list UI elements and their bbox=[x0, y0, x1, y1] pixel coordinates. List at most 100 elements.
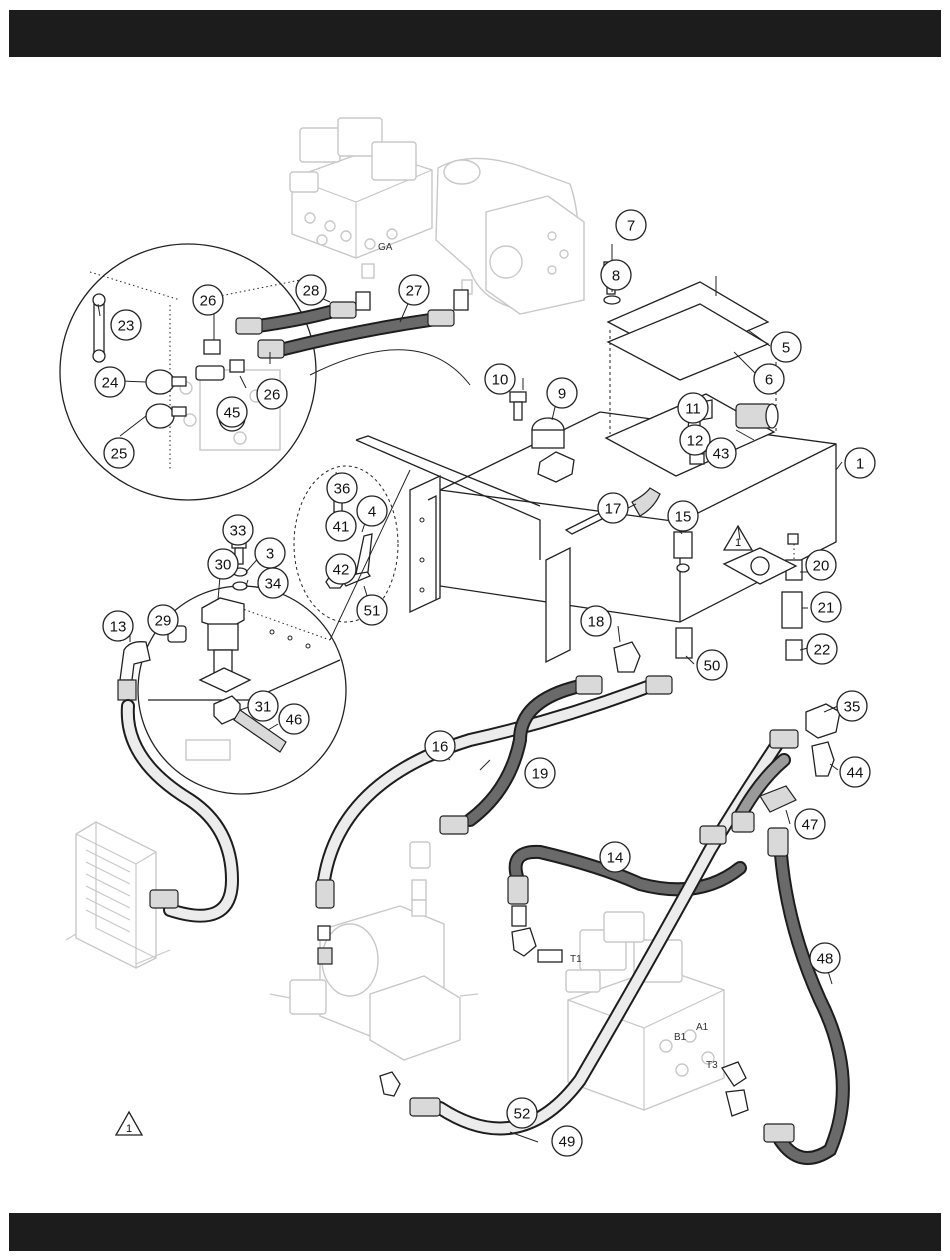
callout-17: 17 bbox=[598, 493, 628, 523]
callout-41: 41 bbox=[326, 511, 356, 541]
callout-number: 34 bbox=[265, 576, 282, 593]
callout-number: 16 bbox=[432, 739, 449, 756]
callout-34: 34 bbox=[258, 568, 288, 598]
port-label-t1: T1 bbox=[570, 954, 582, 965]
callout-25: 25 bbox=[104, 438, 134, 468]
callout-number: 8 bbox=[612, 268, 620, 285]
callout-number: 42 bbox=[333, 562, 350, 579]
callout-number: 21 bbox=[818, 600, 835, 617]
callout-18: 18 bbox=[581, 606, 611, 636]
callout-number: 44 bbox=[847, 765, 864, 782]
callout-number: 46 bbox=[286, 712, 303, 729]
callout-number: 47 bbox=[802, 817, 819, 834]
callout-number: 19 bbox=[532, 766, 549, 783]
callout-1: 1 bbox=[845, 448, 875, 478]
callout-30: 30 bbox=[208, 549, 238, 579]
callout-number: 49 bbox=[559, 1134, 576, 1151]
callout-number: 7 bbox=[627, 218, 635, 235]
callout-20: 20 bbox=[806, 550, 836, 580]
hose-16 bbox=[316, 676, 672, 940]
callout-number: 31 bbox=[255, 699, 272, 716]
callout-number: 25 bbox=[111, 446, 128, 463]
callout-52: 52 bbox=[507, 1098, 537, 1128]
callout-31: 31 bbox=[248, 691, 278, 721]
hose-19 bbox=[440, 676, 602, 834]
callout-number: 22 bbox=[814, 642, 831, 659]
callout-number: 10 bbox=[492, 372, 509, 389]
hose-50 bbox=[722, 828, 843, 1158]
callout-49: 49 bbox=[552, 1126, 582, 1156]
ghost-pump-bottom bbox=[270, 842, 478, 1060]
callout-22: 22 bbox=[807, 634, 837, 664]
callout-11: 11 bbox=[678, 393, 708, 423]
callout-21: 21 bbox=[811, 592, 841, 622]
fitting-36 bbox=[806, 704, 840, 738]
callout-5: 5 bbox=[771, 332, 801, 362]
callout-4: 4 bbox=[357, 496, 387, 526]
callout-6: 6 bbox=[754, 364, 784, 394]
callout-24: 24 bbox=[95, 367, 125, 397]
callout-number: 30 bbox=[215, 557, 232, 574]
callout-19: 19 bbox=[525, 758, 555, 788]
note-legend-number: 1 bbox=[126, 1123, 132, 1135]
callout-43: 43 bbox=[706, 438, 736, 468]
callout-number: 24 bbox=[102, 375, 119, 392]
callout-number: 29 bbox=[155, 613, 172, 630]
callout-29: 29 bbox=[148, 605, 178, 635]
callout-number: 52 bbox=[514, 1106, 531, 1123]
callout-8: 8 bbox=[601, 260, 631, 290]
callout-12: 12 bbox=[680, 425, 710, 455]
callout-number: 48 bbox=[817, 951, 834, 968]
callout-number: 33 bbox=[230, 523, 247, 540]
callout-number: 41 bbox=[333, 519, 350, 536]
callout-10: 10 bbox=[485, 364, 515, 394]
callout-number: 15 bbox=[675, 509, 692, 526]
callout-number: 11 bbox=[685, 401, 701, 418]
callout-42: 42 bbox=[326, 554, 356, 584]
callout-45: 45 bbox=[217, 397, 247, 427]
callout-number: 20 bbox=[813, 558, 830, 575]
callout-number: 51 bbox=[364, 603, 381, 620]
port-label-b1: B1 bbox=[674, 1032, 687, 1043]
callout-3: 3 bbox=[255, 538, 285, 568]
callout-33: 33 bbox=[223, 515, 253, 545]
callout-16: 16 bbox=[425, 731, 455, 761]
callout-48: 48 bbox=[810, 943, 840, 973]
callout-46: 46 bbox=[279, 704, 309, 734]
port-label-t3: T3 bbox=[706, 1060, 718, 1071]
callout-number: 3 bbox=[266, 546, 274, 563]
callout-number: 50 bbox=[704, 658, 721, 675]
callout-number: 43 bbox=[713, 446, 730, 463]
strainer-33 bbox=[736, 404, 778, 428]
callout-number: 26 bbox=[200, 293, 217, 310]
callout-number: 28 bbox=[303, 283, 320, 300]
callout-number: 4 bbox=[368, 504, 376, 521]
callout-number: 36 bbox=[334, 481, 351, 498]
callout-23: 23 bbox=[111, 310, 141, 340]
callout-27: 27 bbox=[399, 275, 429, 305]
callout-51: 51 bbox=[357, 595, 387, 625]
ghost-valve-manifold-bottom bbox=[566, 912, 724, 1110]
callout-50: 50 bbox=[697, 650, 727, 680]
callout-number: 26 bbox=[264, 387, 281, 404]
callout-number: 27 bbox=[406, 283, 423, 300]
callout-number: 45 bbox=[224, 405, 241, 422]
callout-number: 18 bbox=[588, 614, 605, 631]
port-label-ga: GA bbox=[378, 242, 393, 253]
callout-28: 28 bbox=[296, 275, 326, 305]
ghost-valve-manifold-top bbox=[290, 118, 432, 278]
callout-26: 26 bbox=[193, 285, 223, 315]
fitting-49 bbox=[760, 786, 796, 812]
tank-cover bbox=[608, 282, 768, 380]
callout-number: 23 bbox=[118, 318, 135, 335]
fitting-46 bbox=[812, 742, 834, 776]
callout-47: 47 bbox=[795, 809, 825, 839]
callout-number: 6 bbox=[765, 372, 773, 389]
callout-number: 13 bbox=[110, 619, 127, 636]
callout-number: 17 bbox=[605, 501, 622, 518]
port-label-a1: A1 bbox=[696, 1022, 709, 1033]
callout-number: 35 bbox=[844, 699, 861, 716]
callout-15: 15 bbox=[668, 501, 698, 531]
callout-9: 9 bbox=[547, 378, 577, 408]
